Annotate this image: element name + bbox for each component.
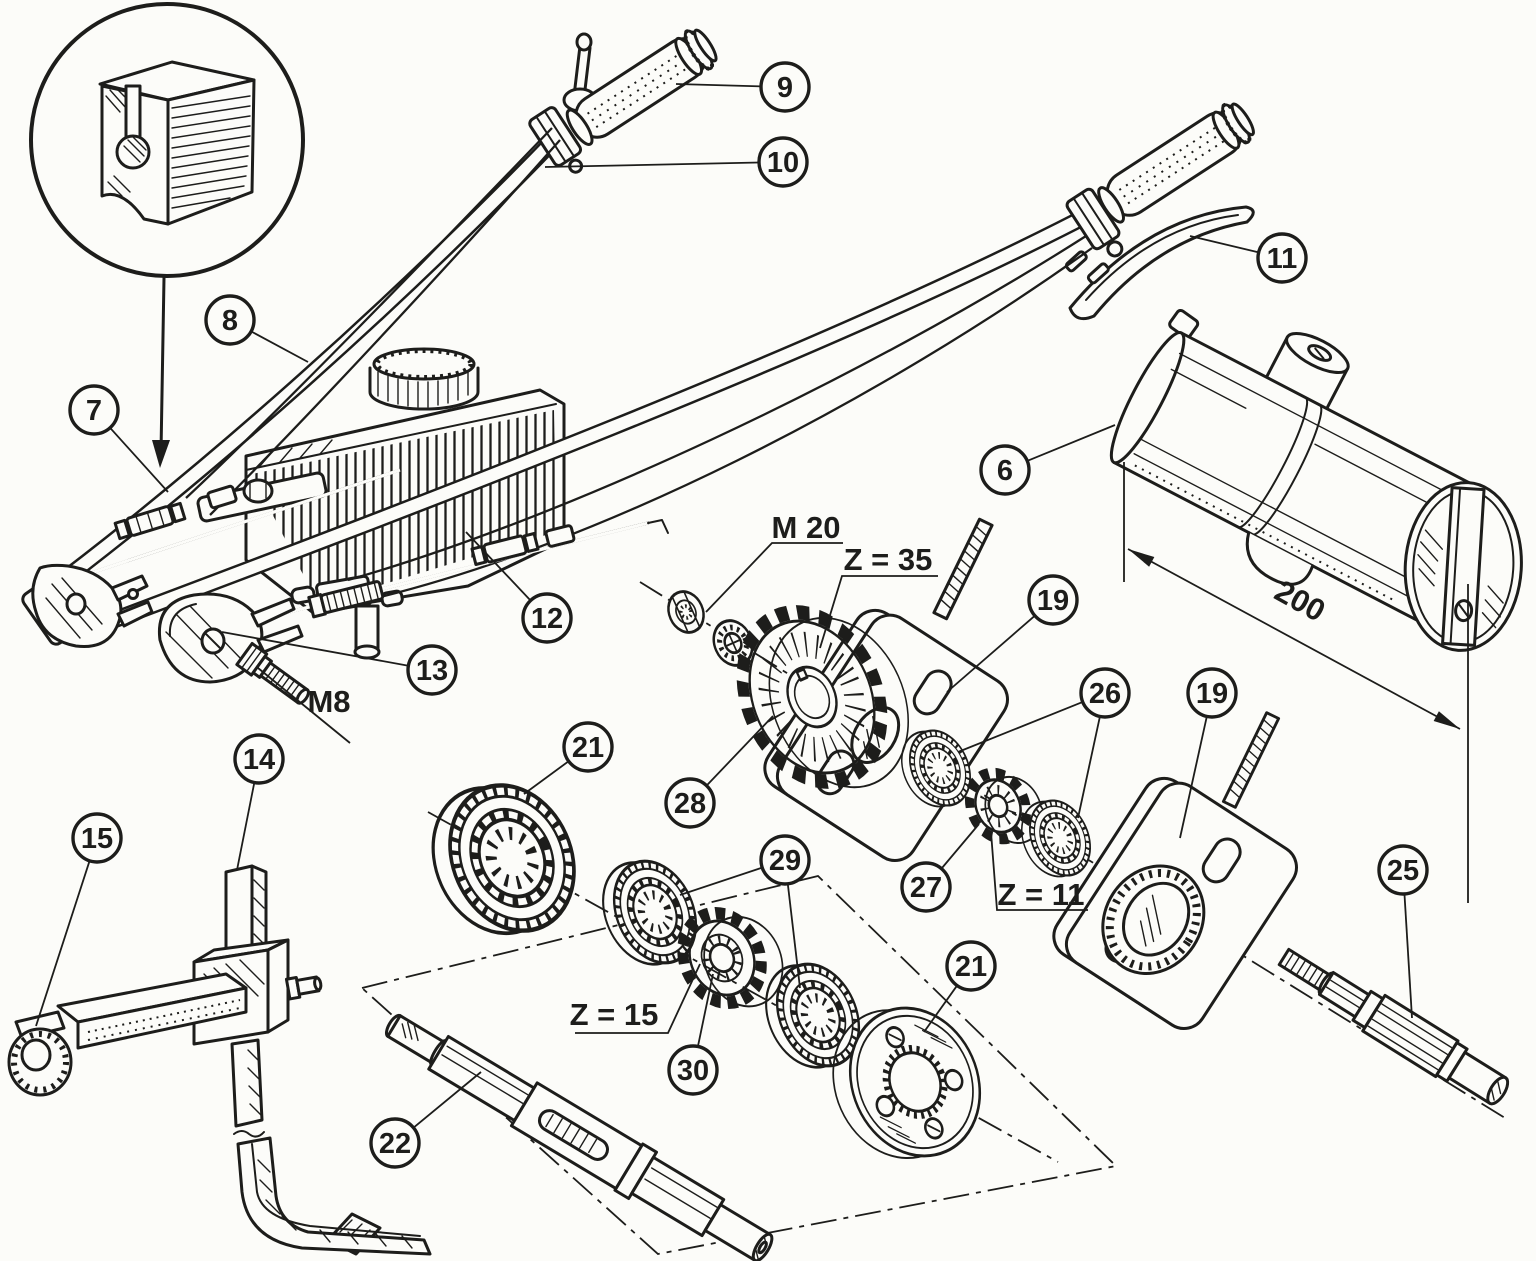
callout-number: 21 [572, 732, 604, 764]
callout-number: 19 [1037, 585, 1069, 617]
svg-text:Z = 15: Z = 15 [570, 997, 659, 1032]
callout-9: 9 [675, 61, 811, 113]
threaded-barrel [307, 580, 385, 619]
callout-number: 14 [243, 744, 275, 776]
right-grip-assembly [1064, 102, 1255, 321]
callout-21: 21 [923, 940, 997, 1033]
left-grip-assembly [528, 28, 718, 174]
callout-8: 8 [204, 294, 309, 363]
tank-cap [368, 347, 480, 411]
callout-29: 29 [679, 834, 811, 989]
callout-30: 30 [667, 973, 719, 1096]
rod-adjuster [113, 501, 187, 541]
output-housing [1109, 308, 1523, 652]
left-grip [565, 28, 718, 146]
callout-15: 15 [35, 812, 123, 1027]
callout-number: 13 [416, 655, 448, 687]
m8-bolt [235, 641, 310, 705]
callout-number: 10 [767, 147, 799, 179]
callout-number: 19 [1196, 678, 1228, 710]
callout-number: 15 [81, 823, 113, 855]
stud-bolt [932, 517, 994, 621]
left-grip-clamp [528, 106, 584, 174]
callout-number: 21 [955, 951, 987, 983]
bracket-eye [7, 1010, 73, 1097]
callout-number: 6 [997, 455, 1013, 487]
rod-adjuster [206, 484, 238, 510]
bearing-plate-19b [1043, 765, 1307, 1039]
callout-6: 6 [979, 424, 1116, 496]
m20-nut [667, 590, 705, 634]
callout-number: 26 [1089, 678, 1121, 710]
callout-number: 29 [769, 845, 801, 877]
callout-25: 25 [1377, 844, 1429, 1019]
bracket-leg [236, 1136, 432, 1256]
callout-number: 28 [674, 788, 706, 820]
annotations-layer: 6 7 8 9 10 11 12 13 14 15 19 19 21 21 22 25 26 27 28 29 30 M … [35, 61, 1469, 1169]
callout-10: 10 [544, 136, 809, 188]
callout-14: 14 [233, 733, 285, 871]
clutch-blade-lever [1068, 205, 1255, 321]
callout-19: 19 [946, 574, 1079, 693]
tank-bracket [196, 471, 328, 523]
gearbox-shaft-22 [384, 1013, 774, 1261]
right-grip-clamp [1065, 187, 1124, 258]
right-grip [1097, 102, 1255, 224]
callout-19: 19 [1179, 667, 1238, 839]
rod-fork-left [31, 563, 154, 649]
callout-number: 12 [531, 603, 563, 635]
dim-label: Z = 35 [819, 542, 938, 649]
svg-text:Z = 35: Z = 35 [844, 542, 933, 577]
output-shaft-25 [1277, 947, 1510, 1106]
control-cables [185, 127, 1093, 602]
rod-adjuster [544, 524, 576, 548]
callout-11: 11 [1189, 232, 1308, 284]
callout-number: 11 [1267, 243, 1298, 275]
callout-22: 22 [369, 1071, 482, 1169]
dim-label: Z = 15 [570, 963, 701, 1034]
callout-number: 8 [222, 305, 238, 337]
cable-end [1086, 262, 1110, 285]
callout-number: 30 [677, 1055, 709, 1087]
svg-text:M8: M8 [307, 684, 350, 719]
dim-label: Z = 11 [990, 831, 1088, 912]
svg-text:Z = 11: Z = 11 [997, 877, 1084, 912]
inset-arrow [159, 276, 166, 454]
callout-12: 12 [465, 531, 573, 644]
callout-number: 9 [777, 72, 793, 104]
callout-13: 13 [221, 631, 458, 696]
dim-label: M 20 [705, 510, 843, 613]
clamp-bolt [284, 975, 323, 1001]
callout-number: 27 [910, 872, 942, 904]
control-rods [31, 468, 669, 705]
callout-number: 7 [86, 395, 102, 427]
callout-28: 28 [664, 715, 774, 829]
hole [115, 134, 151, 170]
callout-number: 22 [379, 1128, 411, 1160]
callout-26: 26 [957, 667, 1131, 819]
callout-7: 7 [68, 384, 169, 493]
dim-label: M8 [257, 667, 351, 744]
detail-inset [29, 2, 305, 468]
steering-bracket [7, 864, 432, 1256]
hub-flange-21 [832, 1006, 982, 1159]
callout-21: 21 [523, 721, 614, 795]
callout-number: 25 [1387, 855, 1419, 887]
rod-cam-disc [157, 592, 304, 684]
upper-gear-train [667, 517, 1510, 1106]
svg-text:M 20: M 20 [772, 510, 841, 545]
stud-bolt [1221, 711, 1281, 809]
callout-27: 27 [900, 823, 980, 913]
bearing-21a [411, 761, 597, 957]
inset-arrowhead [152, 440, 170, 468]
